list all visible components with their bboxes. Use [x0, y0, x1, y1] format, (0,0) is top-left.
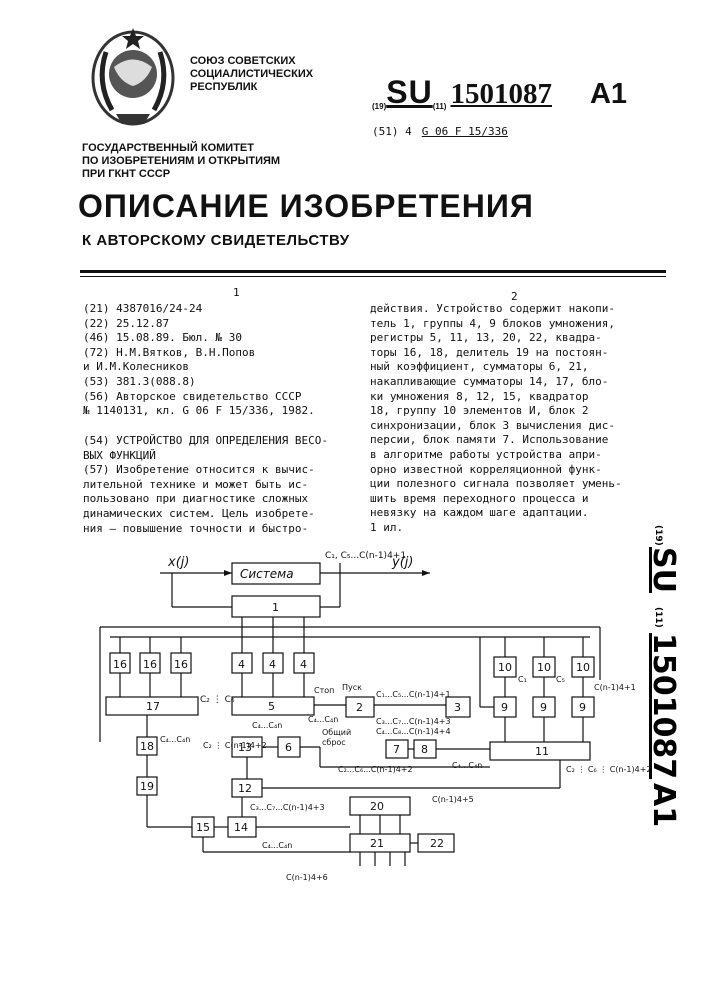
label-c4-c4n: C₄...C₄n — [160, 735, 190, 744]
label-c4-c4n: C₄...C₄n — [252, 721, 282, 730]
label-ctop: Cтоп — [314, 686, 334, 695]
arrow-icon — [422, 570, 430, 576]
label-c5: C₅ — [556, 675, 565, 684]
block-2-label: 2 — [356, 701, 363, 714]
input-label: x(j) — [167, 555, 189, 570]
label-cn5: C(n-1)4+5 — [432, 795, 474, 804]
block-16-label: 16 — [143, 658, 157, 671]
block-7-label: 7 — [393, 743, 400, 756]
label-c2-c6-bot: C₂...C₆...C(n-1)4+2 — [338, 765, 413, 774]
block-9-label: 9 — [579, 701, 586, 714]
block-16-label: 16 — [174, 658, 188, 671]
block-6-label: 6 — [285, 741, 292, 754]
arrow-icon — [224, 570, 232, 576]
block-3-label: 3 — [454, 701, 461, 714]
label-c1: C₁ — [518, 675, 527, 684]
block-20-label: 20 — [370, 800, 384, 813]
block-15-label: 15 — [196, 821, 210, 834]
block-8-label: 8 — [421, 743, 428, 756]
block-17-label: 17 — [146, 700, 160, 713]
block-18-label: 18 — [140, 740, 154, 753]
block-5-label: 5 — [268, 700, 275, 713]
label-obsh1: Общий — [322, 728, 351, 737]
label-pusk: Пуск — [342, 683, 362, 692]
label-c2-right: C₂ ⋮ C₆ ⋮ C(n-1)4+2 — [566, 765, 652, 774]
block-4-label: 4 — [269, 658, 276, 671]
block-16-label: 16 — [113, 658, 127, 671]
block-system-label: Система — [240, 567, 294, 581]
block-10-label: 10 — [537, 661, 551, 674]
block-12-label: 12 — [238, 782, 252, 795]
label-c3-c7: C₃...C₇...C(n-1)4+3 — [376, 717, 451, 726]
block-4-label: 4 — [300, 658, 307, 671]
label-cn1: C(n-1)4+1 — [594, 683, 636, 692]
block-9-label: 9 — [540, 701, 547, 714]
label-c4-c4n: C₄...C₄n — [452, 761, 482, 770]
block-10-label: 10 — [576, 661, 590, 674]
label-c2-left: C₂ ⋮ C(n-1)4+2 — [203, 741, 267, 750]
label-c4-c4n: C₄...C₄n — [262, 841, 292, 850]
block-11-label: 11 — [535, 745, 549, 758]
clock-c2-c6: C₂ ⋮ C₆ — [200, 695, 235, 705]
label-obsh2: сброс — [322, 738, 346, 747]
block-14-label: 14 — [234, 821, 248, 834]
block-19-label: 19 — [140, 780, 154, 793]
block-22-label: 22 — [430, 837, 444, 850]
label-c4-c8: C₄...C₈...C(n-1)4+4 — [376, 727, 451, 736]
label-c4-c4n: C₄...C₄n — [308, 715, 338, 724]
block-9-label: 9 — [501, 701, 508, 714]
label-c3-c7-bot: C₃...C₇...C(n-1)4+3 — [250, 803, 325, 812]
top-clock-label: C₁, C₅...C(n-1)4+1 — [325, 551, 406, 561]
block-10-label: 10 — [498, 661, 512, 674]
label-cn6: C(n-1)4+6 — [286, 873, 328, 882]
block-1-label: 1 — [272, 601, 279, 614]
block-4-label: 4 — [238, 658, 245, 671]
label-c1-c5: C₁...C₅...C(n-1)4+1 — [376, 690, 451, 699]
block-21-label: 21 — [370, 837, 384, 850]
